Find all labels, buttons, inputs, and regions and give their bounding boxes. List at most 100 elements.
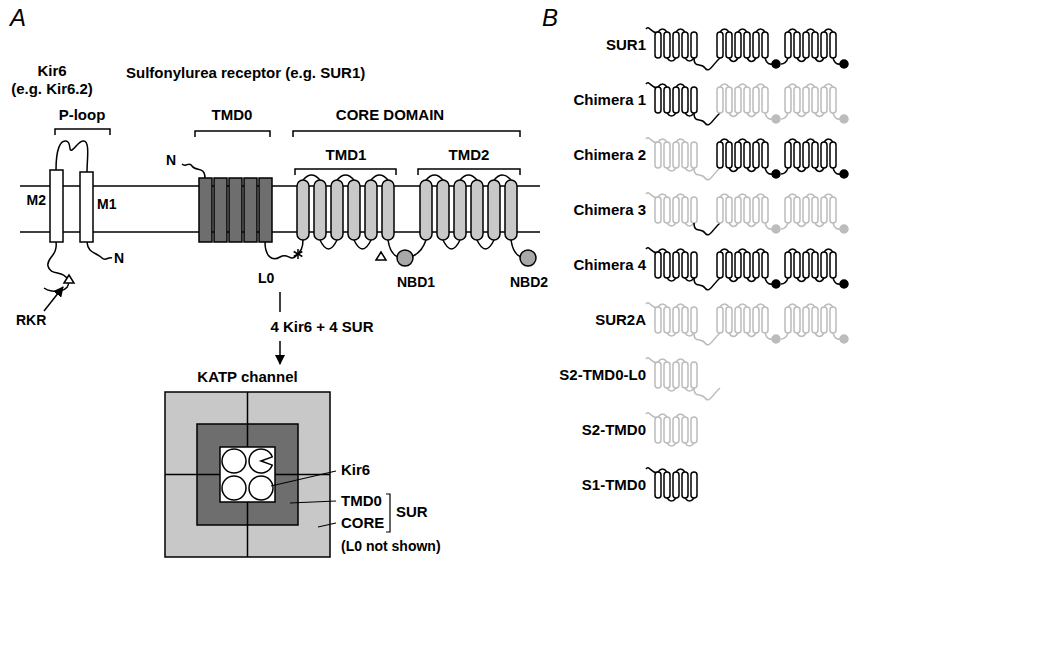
leader-line [290, 501, 336, 503]
construct-icons [694, 388, 720, 400]
construct-icons [717, 29, 780, 68]
sur-tmd0 [214, 178, 227, 242]
construct-icons [646, 303, 848, 345]
sur-tmd0 [199, 178, 212, 242]
construct-icons [781, 194, 848, 233]
sur-tmd1 [376, 252, 386, 260]
construct-icons [694, 58, 720, 70]
construct-icons [646, 193, 697, 226]
domain-bracket [55, 129, 520, 175]
kir6-subunit [64, 275, 74, 283]
sur-tmd1 [303, 175, 398, 257]
domain-label: NBD1 [397, 274, 435, 290]
sur-tmd1 [331, 180, 343, 240]
sur-tmd1 [354, 240, 371, 249]
domain-bracket [195, 131, 270, 137]
construct-icons [717, 194, 780, 233]
construct-icons [646, 358, 720, 400]
construct-icons [717, 84, 780, 123]
sur-tmd2 [471, 180, 483, 240]
sur-tmd1 [348, 180, 360, 240]
domain-label: TMD2 [449, 146, 490, 163]
construct-icons [781, 84, 848, 123]
sur-tmd2 [413, 175, 536, 266]
sur-tmd1 [382, 180, 394, 240]
domain-label: P-loop [59, 106, 106, 123]
domain-label: TMD0 [212, 106, 253, 123]
protein-name: Kir6 [37, 62, 66, 79]
construct-icons [781, 304, 848, 343]
construct-name: S1-TMD0 [582, 476, 646, 493]
construct-icons [694, 223, 720, 235]
construct-icons [646, 83, 848, 125]
sur-tmd2 [413, 240, 426, 256]
sur-tmd2 [505, 180, 517, 240]
domain-bracket [418, 169, 520, 175]
channel-top-view [220, 447, 275, 502]
domain-label: CORE DOMAIN [336, 106, 444, 123]
sur-tmd2 [413, 175, 521, 257]
l0-loop [265, 240, 303, 259]
leader-label: Kir6 [341, 461, 370, 478]
assembly-arrow [279, 292, 281, 312]
construct-icons [717, 249, 780, 288]
domain-label: TMD1 [326, 146, 367, 163]
construct-icons [646, 413, 697, 446]
assembly-arrow [279, 341, 281, 364]
construct-name: SUR2A [595, 311, 646, 328]
construct-icons [646, 468, 697, 501]
sur-tmd2 [454, 180, 466, 240]
stoichiometry-label: 4 Kir6 + 4 SUR [271, 318, 374, 335]
sur-tmd2 [420, 180, 432, 240]
leader-label: (L0 not shown) [341, 538, 441, 554]
kir6-subunit [44, 242, 69, 291]
construct-icons [781, 29, 848, 68]
kir6-subunit [50, 170, 63, 242]
l0-loop [294, 252, 303, 257]
domain-label: NBD2 [510, 274, 548, 290]
sur-tmd1 [371, 175, 388, 180]
construct-icons [646, 193, 848, 235]
sur-tmd1 [297, 180, 309, 240]
motif-label: RKR [16, 312, 46, 328]
sur-tmd2 [477, 240, 494, 249]
construct-icons [646, 358, 697, 391]
leader-line [271, 471, 390, 532]
construct-icons [646, 28, 848, 501]
construct-icons [694, 333, 720, 345]
construct-icons [646, 28, 848, 70]
kir6-subunit [44, 287, 63, 311]
construct-icons [717, 304, 780, 343]
sur-tmd2 [520, 250, 536, 266]
channel-top-view [249, 476, 273, 500]
construct-icons [646, 468, 697, 501]
protein-name: (e.g. Kir6.2) [11, 80, 93, 97]
l0-loop [265, 240, 303, 259]
channel-top-view [165, 392, 330, 557]
sur-tmd1 [320, 240, 337, 249]
sur-tmd0 [182, 164, 205, 178]
construct-icons [694, 168, 720, 180]
sur-tmd0 [244, 178, 257, 242]
domain-bracket [295, 169, 396, 175]
sur-tmd1 [397, 250, 413, 266]
sur-tmd1 [388, 240, 398, 257]
leader-label: TMD0 [341, 492, 382, 509]
construct-name: Chimera 1 [573, 91, 646, 108]
construct-icons [781, 249, 848, 288]
channel-top-view [249, 449, 272, 473]
construct-icons [646, 303, 697, 336]
sur-tmd1 [337, 175, 354, 180]
sur-tmd0 [182, 164, 272, 242]
construct-icons [646, 138, 848, 180]
construct-icons [781, 139, 848, 178]
construct-icons [646, 413, 697, 446]
construct-name: S2-TMD0-L0 [559, 366, 646, 383]
leader-line [318, 523, 336, 527]
terminus-label: N [166, 152, 176, 168]
construct-icons [646, 248, 697, 281]
construct-name: S2-TMD0 [582, 421, 646, 438]
construct-name: Chimera 2 [573, 146, 646, 163]
construct-name: SUR1 [606, 36, 646, 53]
